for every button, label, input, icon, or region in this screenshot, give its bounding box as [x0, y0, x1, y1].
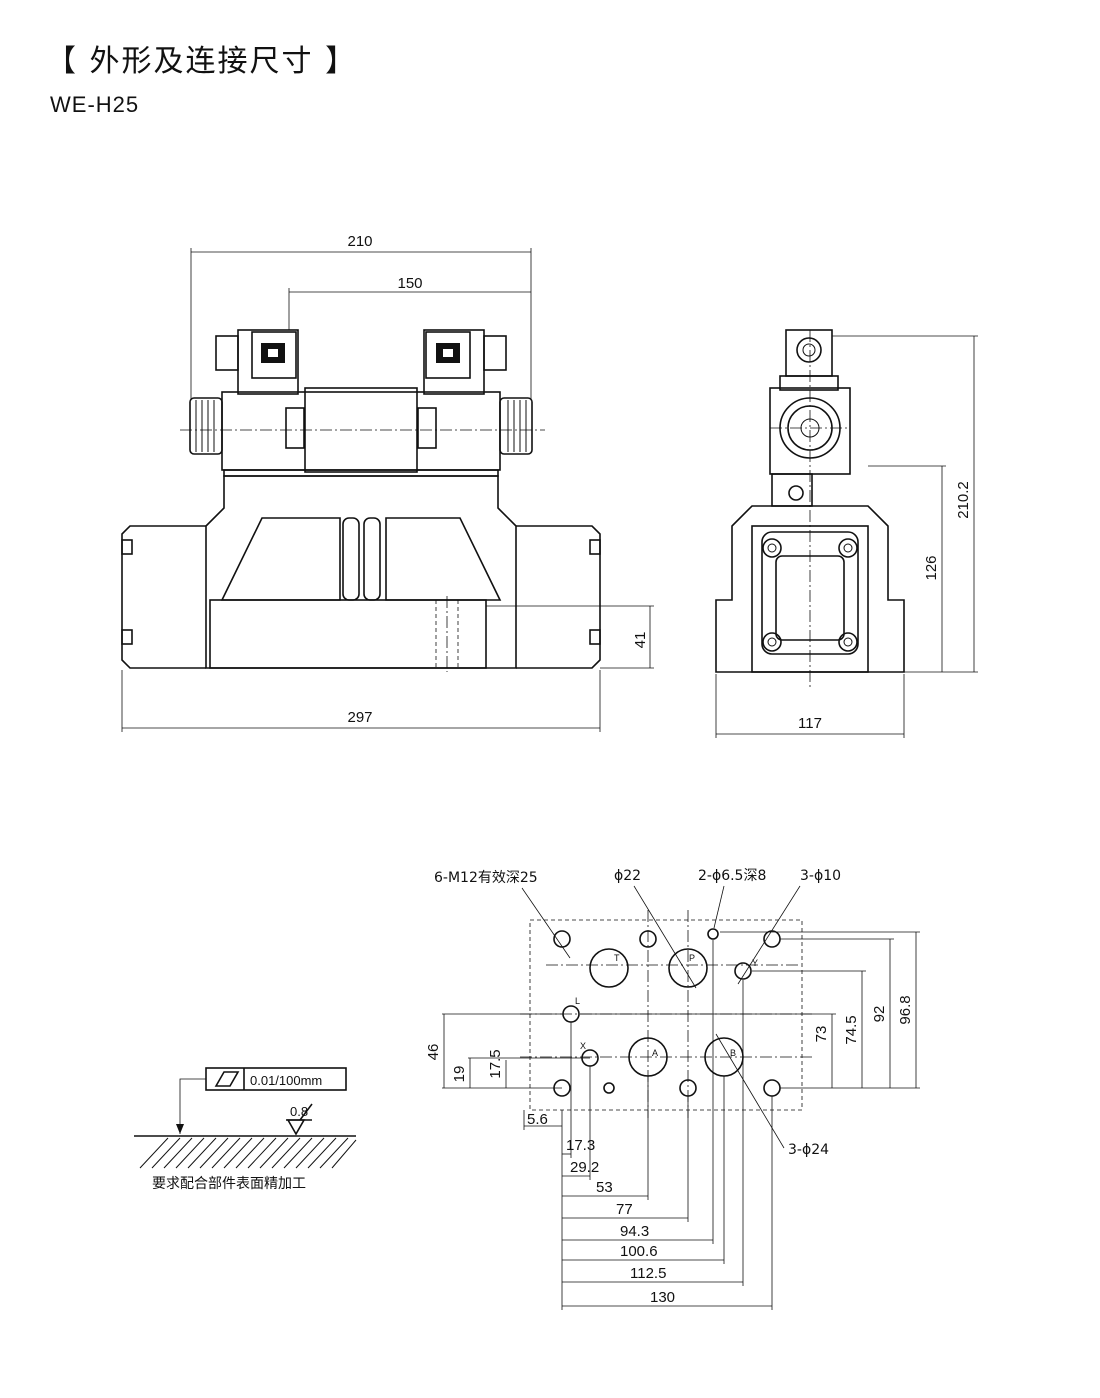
- dim-h-100-6: 100.6: [620, 1243, 658, 1260]
- dim-h-29-2: 29.2: [570, 1159, 599, 1176]
- dim-h-5-6: 5.6: [527, 1111, 548, 1128]
- port-label-p: P: [689, 953, 695, 963]
- port-label-x: X: [580, 1041, 586, 1051]
- dim-total-height: 210.2: [955, 481, 972, 519]
- dim-h-94-3: 94.3: [620, 1223, 649, 1240]
- dim-height: 41: [632, 632, 649, 649]
- roughness-value: 0.8: [290, 1104, 308, 1119]
- front-view: 210 150: [121, 233, 654, 732]
- callout-small-ports: 3-ϕ10: [800, 868, 841, 884]
- dim-h-130: 130: [650, 1289, 675, 1306]
- dim-h-17-3: 17.3: [566, 1137, 595, 1154]
- callout-threads: 6-M12有效深25: [434, 870, 538, 886]
- dim-v-74-5: 74.5: [843, 1015, 860, 1044]
- callout-large-ports: 3-ϕ24: [788, 1142, 829, 1158]
- port-label-l: L: [575, 996, 580, 1006]
- side-view: 210.2 126 117: [715, 329, 978, 738]
- model-number: WE-H25: [50, 92, 140, 117]
- dim-v-19: 19: [451, 1066, 468, 1083]
- dim-total-width: 210: [347, 233, 372, 250]
- callout-pin-holes: 2-ϕ6.5深8: [698, 868, 766, 884]
- dim-coil-span: 150: [397, 275, 422, 292]
- page-title: 【 外形及连接尺寸 】: [46, 44, 358, 79]
- dim-body-length: 297: [347, 709, 372, 726]
- port-label-y: Y: [752, 958, 758, 968]
- dim-body-height: 126: [923, 555, 940, 580]
- surface-note: 要求配合部件表面精加工: [152, 1176, 306, 1192]
- dim-v-73: 73: [813, 1026, 830, 1043]
- port-label-t: T: [614, 953, 620, 963]
- dim-h-53: 53: [596, 1179, 613, 1196]
- surface-spec: 0.01/100mm 0.8 要求配合部件表面精加工: [134, 1067, 357, 1192]
- dim-v-96-8: 96.8: [897, 995, 914, 1024]
- dim-width: 117: [798, 715, 822, 732]
- dim-h-112-5: 112.5: [630, 1265, 666, 1282]
- port-label-a: A: [652, 1048, 658, 1058]
- callout-port-dia: ϕ22: [614, 868, 641, 884]
- flatness-tolerance: 0.01/100mm: [250, 1073, 322, 1088]
- mounting-face: T P Y L X A B 6-M12有效深25 ϕ22 2-ϕ6.5深8 3-…: [425, 868, 920, 1310]
- dim-v-17-5: 17.5: [487, 1049, 504, 1078]
- dim-h-77: 77: [616, 1201, 633, 1218]
- dim-v-46: 46: [425, 1044, 442, 1061]
- port-label-b: B: [730, 1048, 736, 1058]
- dim-v-92: 92: [871, 1006, 888, 1023]
